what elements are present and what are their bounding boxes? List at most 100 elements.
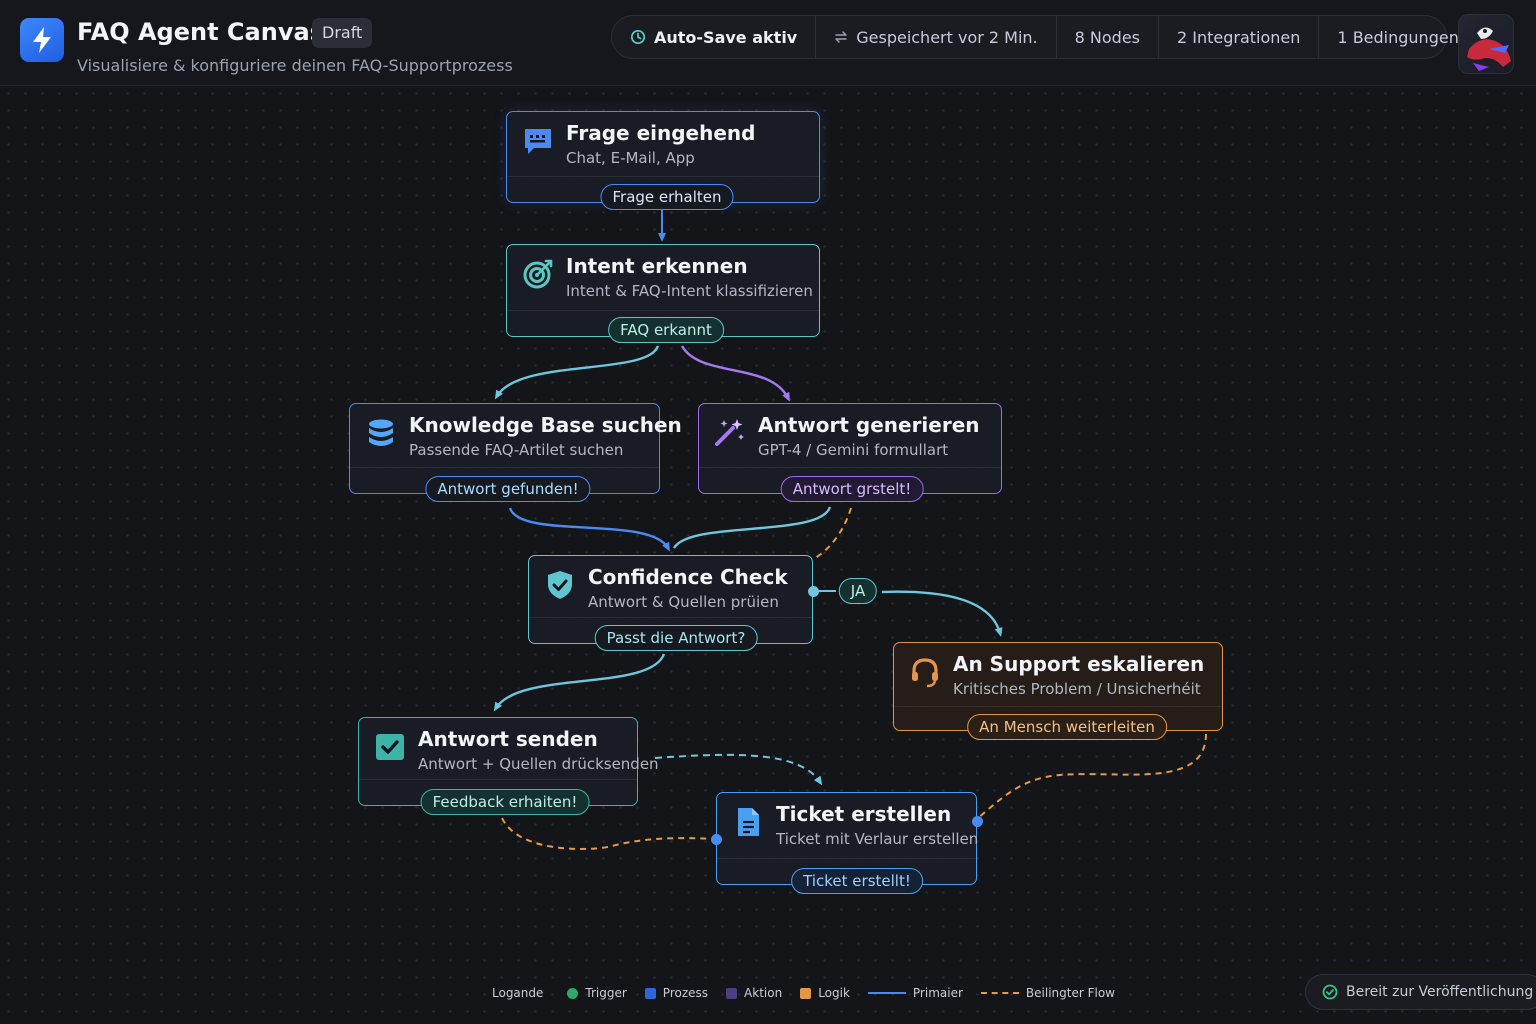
headset-icon: [912, 658, 938, 688]
node-title: An Support eskalieren: [953, 652, 1205, 676]
node-output-pill[interactable]: An Mensch weiterleiten: [967, 714, 1167, 740]
app-logo[interactable]: [20, 18, 64, 62]
node-title: Knowledge Base suchen: [409, 413, 682, 437]
app-title: FAQ Agent Canvas: [77, 18, 324, 46]
node-frage-eingehend[interactable]: Frage eingehend Chat, E-Mail, App Frage …: [506, 111, 820, 210]
node-separator: [507, 176, 819, 177]
node-separator: [359, 779, 637, 780]
node-confidence-check[interactable]: Confidence Check Antwort & Quellen prüie…: [528, 555, 819, 651]
node-output-pill[interactable]: Ticket erstellt!: [791, 868, 923, 894]
edge-label-ja[interactable]: JA: [838, 578, 878, 604]
node-desc: Kritisches Problem / Unsicherhéit: [953, 680, 1201, 698]
top-bar: FAQ Agent Canvas Draft Visualisiere & ko…: [0, 0, 1536, 86]
legend: Logande Trigger Prozess Aktion Logik Pri…: [480, 978, 1127, 1008]
nodes-count: 8 Nodes: [1057, 16, 1159, 58]
nodes-label: 8 Nodes: [1074, 27, 1140, 47]
legend-conditional: Beilingter Flow: [980, 986, 1115, 1000]
database-icon: [369, 419, 393, 446]
integrations-count: 2 Integrationen: [1159, 16, 1320, 58]
node-output-pill[interactable]: Passt die Antwort?: [594, 625, 758, 651]
node-output-pill[interactable]: Antwort grstelt!: [780, 476, 924, 502]
publish-ready-label: Bereit zur Veröffentlichung: [1346, 984, 1534, 1000]
autosave-label: Auto-Save aktiv: [654, 27, 798, 47]
magic-wand-icon: [715, 419, 744, 446]
input-handle-right[interactable]: [972, 816, 983, 827]
legend-primary: Primaier: [867, 986, 963, 1000]
publish-ready-badge[interactable]: Bereit zur Veröffentlichung: [1305, 974, 1536, 1010]
autosave-status[interactable]: Auto-Save aktiv: [612, 16, 817, 58]
legend-logik-label: Logik: [818, 986, 850, 1000]
legend-swatch-prozess: [644, 987, 656, 999]
integrations-label: 2 Integrationen: [1177, 27, 1301, 47]
node-desc: Chat, E-Mail, App: [566, 149, 695, 167]
legend-line-primary: [867, 992, 906, 994]
edge-send-ticket: [654, 753, 823, 786]
saved-label: Gespeichert vor 2 Min.: [856, 27, 1038, 47]
node-separator: [894, 706, 1222, 707]
node-desc: Intent & FAQ-Intent klassifizieren: [566, 282, 813, 300]
node-title: Antwort generieren: [758, 413, 980, 437]
node-separator: [717, 858, 976, 859]
sync-icon: [835, 31, 847, 43]
edge-support-ticket: [977, 733, 1207, 819]
node-title: Frage eingehend: [566, 121, 756, 145]
node-output-pill[interactable]: Frage erhalten: [600, 184, 734, 210]
clock-icon: [630, 29, 646, 45]
legend-primary-label: Primaier: [912, 986, 963, 1000]
edge-send-feedback: [501, 817, 717, 850]
node-support-eskalieren[interactable]: An Support eskalieren Kritisches Problem…: [893, 642, 1223, 740]
legend-aktion-label: Aktion: [744, 986, 783, 1000]
legend-swatch-aktion: [726, 987, 738, 999]
edge-kb-check: [508, 507, 670, 552]
node-output-pill[interactable]: Antwort gefunden!: [425, 476, 591, 502]
legend-aktion: Aktion: [726, 986, 782, 1000]
node-separator: [507, 310, 819, 311]
node-desc: Antwort & Quellen prüien: [588, 593, 779, 611]
node-title: Intent erkennen: [566, 254, 748, 278]
edge-ja-support: [881, 590, 1003, 637]
target-icon: [523, 259, 553, 289]
avatar-illustration-icon: [1467, 27, 1511, 71]
document-icon: [738, 808, 759, 836]
status-bar: Auto-Save aktiv Gespeichert vor 2 Min. 8…: [611, 15, 1459, 59]
app-subtitle: Visualisiere & konfiguriere deinen FAQ-S…: [77, 56, 513, 75]
node-desc: Ticket mit Verlaur erstellen: [776, 830, 979, 848]
input-handle-left[interactable]: [711, 834, 722, 845]
node-desc: Antwort + Quellen drücksenden: [418, 755, 659, 773]
legend-trigger-label: Trigger: [585, 986, 627, 1000]
edge-check-send: [493, 653, 666, 712]
edge-intent-kb: [494, 345, 660, 400]
checkbox-icon: [376, 734, 404, 760]
legend-logik: Logik: [800, 986, 850, 1000]
legend-prozess-label: Prozess: [662, 986, 709, 1000]
check-circle-icon: [1322, 984, 1338, 1000]
user-avatar[interactable]: [1458, 14, 1514, 74]
conditions-label: 1 Bedingungen: [1337, 27, 1459, 47]
lightning-icon: [33, 27, 51, 53]
legend-label: Logande: [492, 986, 544, 1000]
node-antwort-senden[interactable]: Antwort senden Antwort + Quellen drückse…: [358, 717, 659, 815]
node-ticket-erstellen[interactable]: Ticket erstellen Ticket mit Verlaur erst…: [711, 792, 983, 894]
edge-gen-check: [672, 506, 832, 549]
node-output-pill[interactable]: FAQ erkannt: [608, 317, 724, 343]
node-separator: [529, 617, 812, 618]
node-title: Antwort senden: [418, 727, 598, 751]
node-separator: [350, 467, 659, 468]
node-title: Confidence Check: [588, 565, 788, 589]
node-antwort-generieren[interactable]: Antwort generieren GPT-4 / Gemini formul…: [698, 403, 1002, 502]
chat-icon: [525, 129, 551, 154]
legend-prozess: Prozess: [644, 986, 709, 1000]
shield-check-icon: [548, 571, 572, 599]
node-output-pill[interactable]: Feedback erhaiten!: [420, 789, 590, 815]
legend-line-conditional: [980, 992, 1019, 994]
output-handle[interactable]: [808, 586, 819, 597]
legend-swatch-trigger: [567, 987, 579, 999]
node-intent-erkennen[interactable]: Intent erkennen Intent & FAQ-Intent klas…: [506, 244, 820, 343]
node-desc: GPT-4 / Gemini formullart: [758, 441, 949, 459]
node-title: Ticket erstellen: [776, 802, 952, 826]
draft-badge: Draft: [312, 18, 373, 48]
saved-status: Gespeichert vor 2 Min.: [816, 16, 1057, 58]
node-knowledge-base[interactable]: Knowledge Base suchen Passende FAQ-Artil…: [349, 403, 682, 502]
legend-swatch-logik: [800, 987, 812, 999]
legend-trigger: Trigger: [567, 986, 627, 1000]
